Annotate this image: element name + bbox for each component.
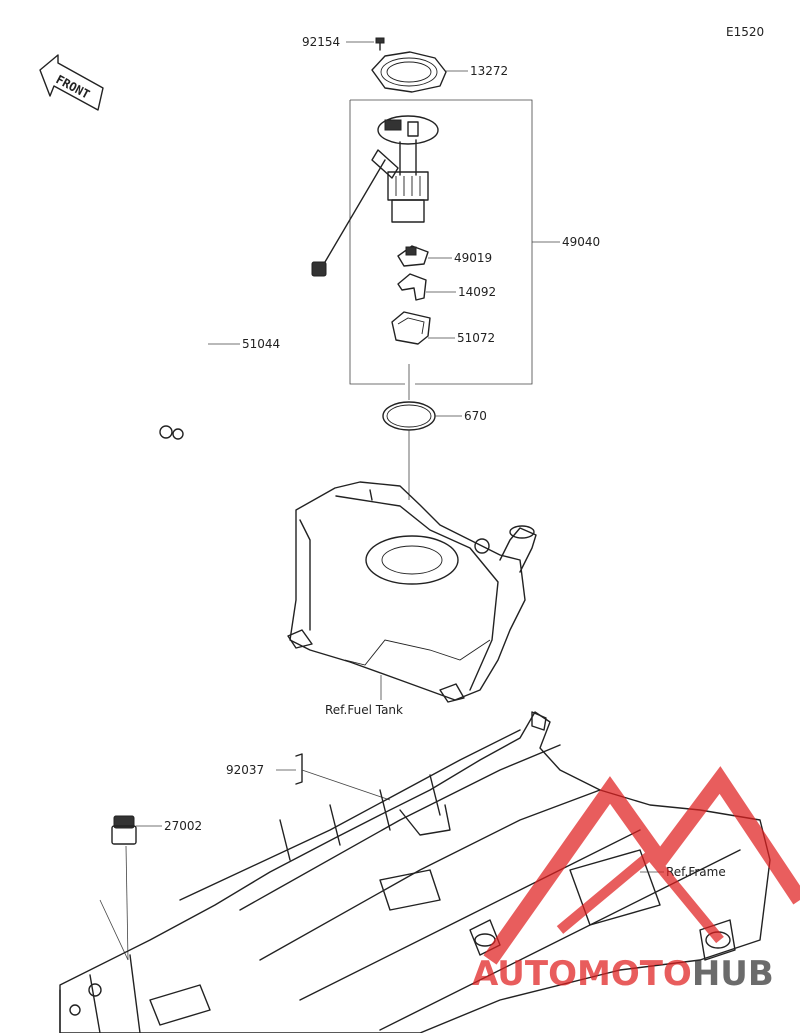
screw-92154	[375, 37, 385, 51]
part-label-13272: 13272	[470, 64, 508, 78]
part-label-51044: 51044	[242, 337, 280, 351]
part-label-27002: 27002	[164, 819, 202, 833]
watermark-auto: AUTO	[472, 954, 577, 994]
automotohub-watermark: AUTOMOTOHUB	[472, 766, 800, 994]
clip-14092	[397, 273, 427, 301]
diagram-code: E1520	[726, 25, 764, 39]
part-label-51072: 51072	[457, 331, 495, 345]
clamp-92037	[295, 753, 303, 785]
part-label-49040: 49040	[562, 235, 600, 249]
front-arrow-label: FRONT	[54, 72, 92, 101]
svg-text:AUTOMOTOHUB: AUTOMOTOHUB	[472, 954, 774, 994]
part-label-92154: 92154	[302, 35, 340, 49]
cup-51072	[391, 311, 431, 345]
ref-fuel-tank-label: Ref.Fuel Tank	[325, 703, 403, 717]
part-label-92037: 92037	[226, 763, 264, 777]
vehicle-frame	[59, 711, 771, 1033]
watermark-hub: HUB	[692, 954, 774, 994]
watermark-moto: MOTO	[577, 954, 692, 994]
part-label-49019: 49019	[454, 251, 492, 265]
filter-49019	[397, 245, 429, 267]
fuel-pump-49040	[371, 115, 439, 223]
fuel-tank	[287, 481, 537, 703]
ring-plate-13272	[371, 51, 447, 93]
fuel-hose-51044	[122, 159, 386, 440]
front-arrow-icon: FRONT	[39, 54, 104, 111]
part-label-14092: 14092	[458, 285, 496, 299]
o-ring-670	[382, 401, 436, 431]
ref-frame-label: Ref.Frame	[666, 865, 726, 879]
relay-27002	[111, 815, 137, 845]
part-label-670: 670	[464, 409, 487, 423]
